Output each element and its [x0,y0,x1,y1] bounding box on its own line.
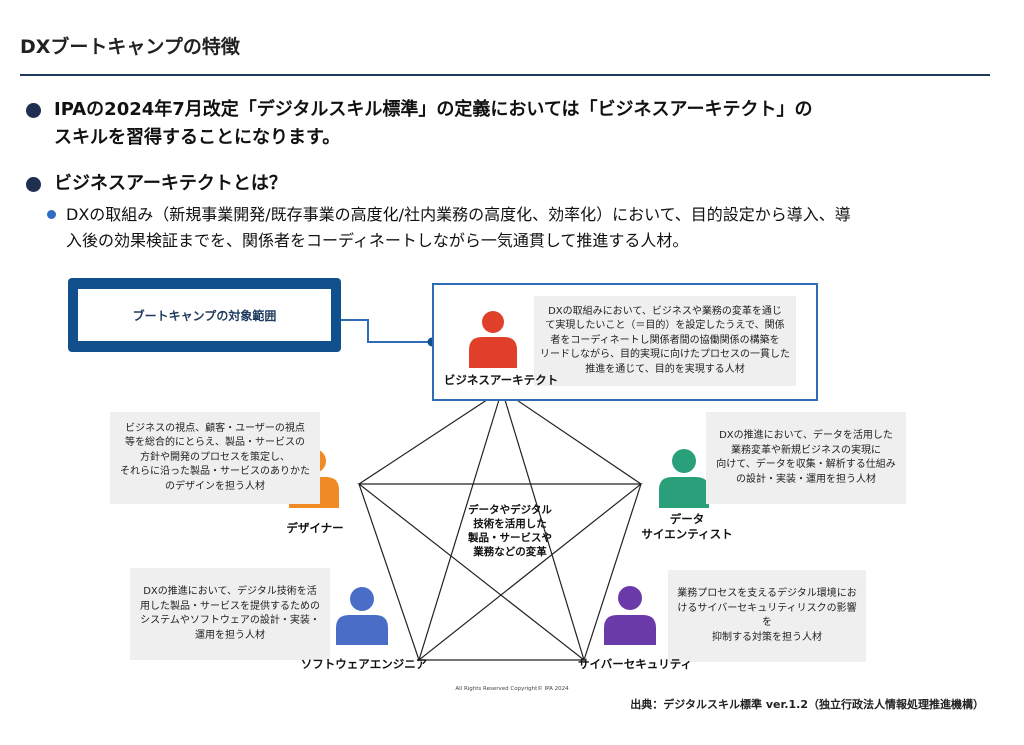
bullet-dot [26,177,41,192]
engineer-role-label: ソフトウェアエンジニア [300,657,428,671]
page-title: DXブートキャンプの特徴 [20,36,240,58]
architect-role-label: ビジネスアーキテクト [443,373,559,387]
bullet-1-line-1: IPAの2024年7月改定「デジタルスキル標準」の定義においては「ビジネスアーキ… [54,99,813,120]
security-role-label: サイバーセキュリティ [577,657,693,671]
source-citation: 出典：デジタルスキル標準 ver.1.2（独立行政法人情報処理推進機構） [630,698,984,711]
designer-role-label: デザイナー [286,521,344,535]
data-scientist-role-label: データ サイエンティスト [641,512,733,541]
sub-bullet-dot [47,210,56,219]
bullet-dot [26,103,41,118]
center-transformation-text: データやデジタル 技術を活用した 製品・サービスや 業務などの変革 [468,504,552,558]
data-scientist-description: DXの推進において、データを活用した 業務変革や新規ビジネスの実現に 向けて、デ… [706,412,906,504]
star-outline [357,387,643,662]
pentagon-outline [358,389,642,661]
bullet-2: ビジネスアーキテクトとは？ [54,173,287,194]
scope-connector [341,319,432,343]
bullet-1-line-2: スキルを習得することになります。 [54,127,341,148]
designer-description: ビジネスの視点、顧客・ユーザーの視点 等を総合的にとらえ、製品・サービスの 方針… [110,412,320,504]
engineer-description: DXの推進において、デジタル技術を活 用した製品・サービスを提供するための シス… [130,568,330,660]
title-divider [20,74,990,76]
scope-label: ブートキャンプの対象範囲 [78,289,331,341]
sub-bullet-line-1: DXの取組み（新規事業開発/既存事業の高度化/社内業務の高度化、効率化）において… [66,205,851,224]
security-description: 業務プロセスを支えるデジタル環境にお けるサイバーセキュリティリスクの影響を 抑… [668,570,866,662]
architect-description: DXの取組みにおいて、ビジネスや業務の変革を通じ て実現したいこと（＝目的）を設… [534,296,796,386]
sub-bullet-line-2: 入後の効果検証までを、関係者をコーディネートしながら一気通貫して推進する人材。 [66,231,689,250]
copyright-text: All Rights Reserved Copyright© IPA 2024 [455,686,569,692]
